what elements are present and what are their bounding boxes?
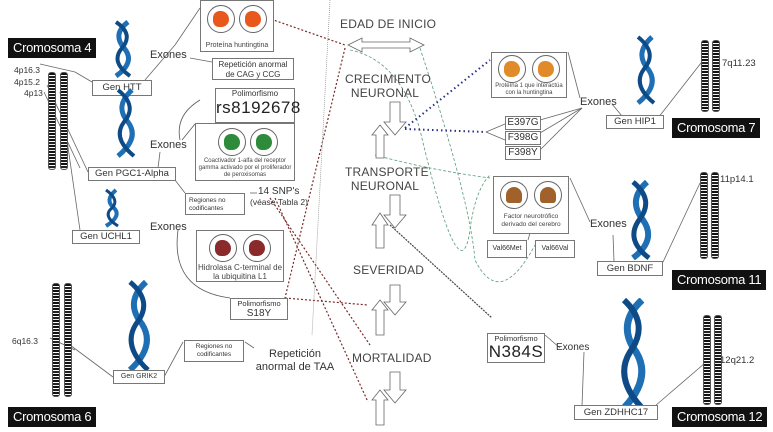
pgc1-exons-label: Exones — [150, 139, 187, 151]
hip1-protein-box: Proteína 1 que interactúa con la hunting… — [491, 52, 567, 98]
dna-helix-icon — [621, 298, 646, 410]
zdhhc17-exons-label: Exones — [556, 342, 590, 353]
chromosome-6-title: Cromosoma 6 — [8, 407, 97, 427]
zdhhc17-polymorphism-box: Polimorfismo N384S — [487, 333, 545, 363]
dna-helix-icon — [636, 35, 656, 105]
protein-icon — [245, 11, 261, 27]
htt-repeat-box: Repetición anormal de CAG y CCG — [212, 58, 294, 80]
gene-uchl1-box[interactable]: Gen UCHL1 — [72, 230, 140, 244]
dna-helix-icon — [104, 188, 119, 228]
pgc1-polymorphism-box: Polimorfismo rs8192678 — [215, 88, 301, 123]
gene-grik2-box[interactable]: Gen GRIK2 — [113, 370, 165, 384]
hip1-protein-label: Proteína 1 que interactúa con la hunting… — [495, 83, 563, 96]
gene-hip1-box[interactable]: Gen HIP1 — [606, 115, 664, 129]
gene-bdnf-box[interactable]: Gen BDNF — [597, 261, 663, 276]
chromosome-6-ideogram — [64, 283, 72, 397]
stage-mortalidad: MORTALIDAD — [352, 351, 432, 365]
dna-helix-icon — [114, 20, 132, 78]
hip1-exons-label: Exones — [580, 96, 617, 108]
pgc1-noncoding-box: Regiones no codificantes — [185, 193, 245, 215]
bdnf-exons-label: Exones — [590, 218, 627, 230]
chromosome-11-ideogram — [711, 172, 719, 259]
htt-protein-box: Proteína huntingtina — [200, 0, 274, 52]
chromosome-12-ideogram — [703, 315, 711, 405]
protein-icon — [504, 61, 520, 77]
bdnf-protein-label: Factor neurotrófico derivado del cerebro — [501, 213, 561, 228]
gene-zdhhc17-box[interactable]: Gen ZDHHC17 — [574, 405, 658, 420]
protein-icon — [538, 61, 554, 77]
stage-edad-de-inicio: EDAD DE INICIO — [340, 17, 437, 31]
stage-transporte-neuronal: TRANSPORTE NEURONAL — [345, 165, 429, 193]
uchl1-protein-label: Hidrolasa C-terminal de la ubiquitina L1 — [197, 263, 283, 281]
chromosome-11-title: Cromosoma 11 — [672, 270, 767, 290]
gene-pgc1-alpha-box[interactable]: Gen PGC1-Alpha — [88, 167, 176, 181]
band-label: 12q21.2 — [720, 355, 755, 366]
band-label: 11p14.1 — [720, 174, 754, 185]
protein-icon — [506, 187, 522, 203]
uchl1-exons-label: Exones — [150, 221, 187, 233]
pgc1-protein-box: Coactivador 1-alfa del receptor gamma ac… — [195, 123, 295, 181]
grik2-repeat-label: Repetición anormal de TAA — [255, 348, 335, 373]
chromosome-4-ideogram — [60, 72, 68, 170]
pgc1-protein-label: Coactivador 1-alfa del receptor gamma ac… — [198, 158, 292, 178]
variant-val66val: Val66Val — [535, 240, 575, 258]
variant-val66met: Val66Met — [487, 240, 527, 258]
chromosome-12-title: Cromosoma 12 — [672, 407, 768, 427]
protein-icon — [224, 134, 240, 150]
dna-helix-icon — [116, 88, 136, 158]
polymorphism-value: N384S — [488, 342, 544, 361]
protein-icon — [249, 240, 265, 256]
protein-icon — [540, 187, 556, 203]
band-label: 7q11.23 — [722, 58, 756, 69]
dna-helix-icon — [127, 280, 150, 372]
band-label: 4p13 — [24, 88, 43, 98]
protein-icon — [215, 240, 231, 256]
band-label: 4p15.2 — [14, 77, 40, 87]
chromosome-11-ideogram — [700, 172, 708, 259]
polymorphism-value: rs8192678 — [216, 98, 301, 117]
band-label: 4p16.3 — [14, 65, 40, 75]
stage-severidad: SEVERIDAD — [353, 263, 425, 277]
chromosome-7-title: Cromosoma 7 — [672, 118, 761, 138]
stage-crecimiento-neuronal: CRECIMIENTO NEURONAL — [345, 72, 431, 100]
polymorphism-label: Polimorfismo — [494, 334, 538, 343]
chromosome-12-ideogram — [714, 315, 722, 405]
grik2-noncoding-box: Regiones no codificantes — [184, 340, 244, 362]
bdnf-protein-box: Factor neurotrófico derivado del cerebro — [493, 176, 569, 234]
uchl1-polymorphism-box: Polimorfismo S18Y — [230, 298, 288, 320]
htt-protein-label: Proteína huntingtina — [205, 42, 269, 49]
chromosome-4-ideogram — [48, 72, 56, 170]
polymorphism-label: Polimorfismo — [231, 89, 279, 98]
variant-f398y: F398Y — [505, 146, 541, 160]
dna-helix-icon — [631, 180, 652, 260]
chromosome-7-ideogram — [712, 40, 720, 112]
htt-exons-label: Exones — [150, 49, 187, 61]
variant-f398g: F398G — [505, 131, 541, 145]
snps-note: (véase Tabla 2) — [250, 197, 308, 207]
chromosome-6-ideogram — [52, 283, 60, 397]
uchl1-protein-box: Hidrolasa C-terminal de la ubiquitina L1 — [196, 230, 284, 282]
polymorphism-value: S18Y — [246, 308, 272, 319]
snps-count: 14 SNP's — [258, 186, 300, 197]
protein-icon — [213, 11, 229, 27]
polymorphism-label: Polimorfismo — [237, 299, 281, 308]
chromosome-4-title: Cromosoma 4 — [8, 38, 97, 58]
chromosome-7-ideogram — [701, 40, 709, 112]
variant-e397g: E397G — [505, 116, 541, 130]
protein-icon — [256, 134, 272, 150]
band-label: 6q16.3 — [12, 336, 38, 346]
